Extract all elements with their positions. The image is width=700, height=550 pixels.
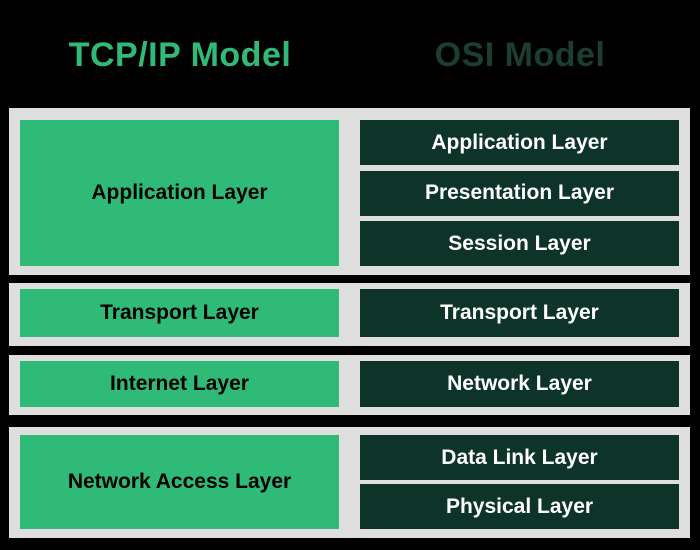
osi-data-link-layer-box: Data Link Layer <box>360 435 679 480</box>
tcpip-transport-layer-box: Transport Layer <box>20 289 339 337</box>
osi-application-group-column: Application Layer Presentation Layer Ses… <box>360 120 679 266</box>
layer-group-network-access: Network Access Layer Data Link Layer Phy… <box>9 427 690 538</box>
osi-application-layer-box: Application Layer <box>360 120 679 165</box>
osi-transport-layer-box: Transport Layer <box>360 289 679 337</box>
osi-network-layer-box: Network Layer <box>360 361 679 407</box>
osi-network-group-column: Network Layer <box>360 361 679 407</box>
layer-group-application: Application Layer Application Layer Pres… <box>9 108 690 275</box>
tcpip-internet-layer-box: Internet Layer <box>20 361 339 407</box>
tcpip-model-title: TCP/IP Model <box>68 36 292 74</box>
tcpip-internet-layer-label: Internet Layer <box>110 372 249 395</box>
tcpip-network-access-layer-label: Network Access Layer <box>67 470 292 493</box>
layer-group-transport: Transport Layer Transport Layer <box>9 283 690 346</box>
tcpip-network-access-layer-box: Network Access Layer <box>20 435 339 529</box>
tcpip-transport-layer-label: Transport Layer <box>100 301 259 324</box>
osi-network-access-group-column: Data Link Layer Physical Layer <box>360 435 679 529</box>
tcpip-application-layer-box: Application Layer <box>20 120 339 266</box>
tcpip-application-layer-label: Application Layer <box>91 181 268 204</box>
osi-model-title: OSI Model <box>434 36 606 74</box>
osi-physical-layer-box: Physical Layer <box>360 484 679 529</box>
osi-session-layer-box: Session Layer <box>360 221 679 266</box>
osi-transport-group-column: Transport Layer <box>360 289 679 337</box>
osi-presentation-layer-box: Presentation Layer <box>360 170 679 216</box>
layer-group-internet: Internet Layer Network Layer <box>9 355 690 415</box>
